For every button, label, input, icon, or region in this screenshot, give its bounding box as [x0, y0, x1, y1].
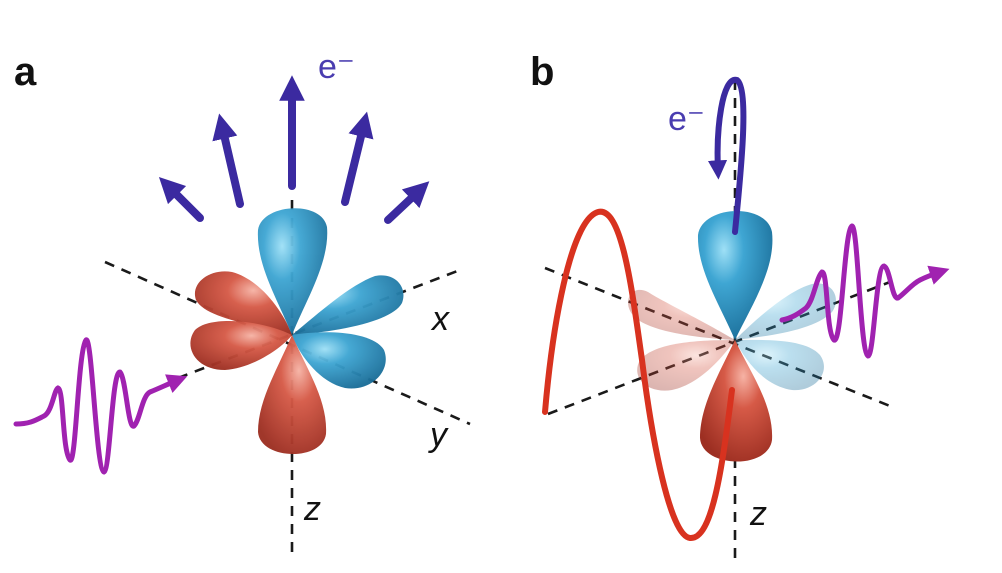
blue-lobe-back-right: [292, 275, 404, 335]
panel-a-laser-pulse: [13, 337, 188, 475]
blue-lobe-top: [257, 208, 328, 335]
faded-red-lobe-front: [637, 340, 735, 391]
panel-b-orbital-faded: [627, 283, 836, 391]
panel-a-emission-arrows: [158, 75, 430, 224]
panel-a: a e⁻ x y z: [13, 48, 471, 552]
emission-arrow-right: [341, 111, 374, 206]
panel-b-electron-trajectory: [707, 76, 747, 235]
panel-a-label: a: [14, 50, 37, 94]
axis-y-label: y: [428, 416, 449, 454]
red-lobe-front-left: [190, 320, 292, 370]
faded-blue-lobe-front: [735, 339, 824, 391]
red-lobe-bottom: [258, 335, 327, 455]
blue-lobe-top-b: [697, 210, 773, 340]
panel-b-field-wave: [542, 208, 735, 541]
axis-x-label: x: [430, 300, 450, 338]
red-lobe-bottom-b: [700, 340, 773, 462]
panel-a-electron-label: e⁻: [318, 48, 355, 86]
panel-b-laser-pulse: [779, 223, 950, 359]
panel-b-electron-label: e⁻: [668, 100, 705, 138]
emission-arrow-far-right: [384, 181, 430, 224]
emission-arrow-far-left: [158, 176, 204, 222]
panel-b-label: b: [530, 50, 554, 94]
red-lobe-back-left: [194, 271, 292, 335]
blue-lobe-front-right: [292, 332, 386, 389]
axis-x-line: [104, 260, 471, 426]
panel-b: b e⁻ z: [530, 50, 950, 560]
emission-arrow-left: [212, 113, 244, 208]
panel-b-axis-z-label: z: [749, 495, 767, 533]
panel-b-orbital: [697, 210, 773, 462]
axis-z-label: z: [303, 490, 321, 528]
electron-return-path: [707, 76, 747, 235]
faded-red-lobe-back: [627, 289, 735, 340]
panel-a-orbital: [190, 208, 404, 455]
